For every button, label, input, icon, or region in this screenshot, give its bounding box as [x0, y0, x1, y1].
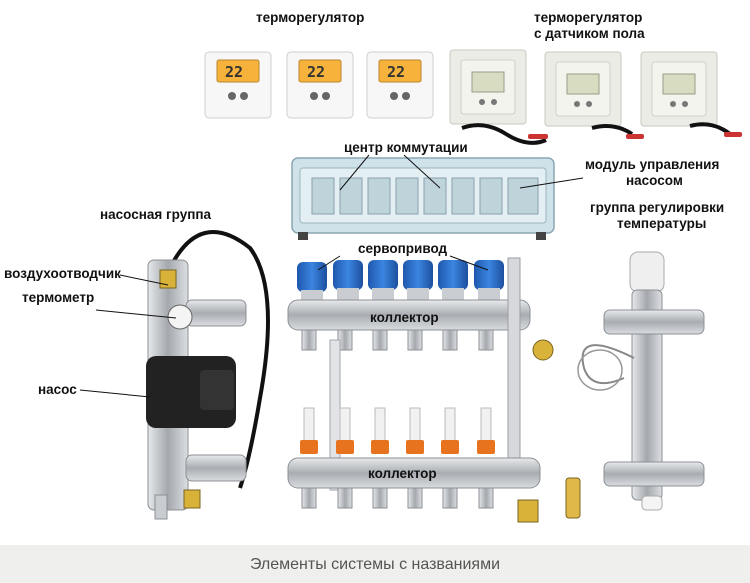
thermometer-dial	[167, 304, 193, 330]
flow-meters	[300, 407, 495, 454]
servo-actuators	[297, 260, 504, 302]
collector-bracket	[507, 257, 521, 489]
temperature-control-group	[577, 251, 705, 511]
label-thermostat-floor-line1: терморегулятор	[534, 10, 643, 25]
label-thermostat: терморегулятор	[256, 10, 365, 25]
label-pump-module-line2: насосом	[626, 173, 683, 188]
floor-thermostat-2	[544, 51, 644, 139]
servo-4	[403, 260, 433, 300]
label-temp-group-line1: группа регулировки	[590, 200, 725, 215]
thermostat-1-display: 22	[225, 63, 243, 81]
thermostat-2: 22	[286, 51, 354, 119]
servo-1	[297, 262, 327, 302]
pump-group	[146, 230, 270, 520]
servo-3	[368, 260, 398, 300]
collector-top	[287, 299, 554, 361]
label-temp-group-line2: температуры	[617, 216, 707, 231]
figure-caption: Элементы системы с названиями	[249, 556, 501, 573]
collector-bottom	[287, 457, 581, 523]
switching-center	[291, 157, 555, 240]
floor-thermostat-1	[449, 49, 548, 145]
leader-lines	[79, 154, 584, 398]
label-collector-bottom: коллектор	[368, 466, 437, 481]
caption-bar	[0, 545, 750, 583]
servo-2	[333, 260, 363, 300]
servo-5	[438, 260, 468, 300]
thermostat-3-display: 22	[387, 63, 405, 81]
label-pump-module-line1: модуль управления	[585, 157, 720, 172]
label-pump-group: насосная группа	[100, 207, 212, 222]
label-thermostat-floor-line2: с датчиком пола	[534, 26, 645, 41]
label-pump: насос	[38, 382, 77, 397]
thermostat-2-display: 22	[307, 63, 325, 81]
label-switching-center: центр коммутации	[344, 140, 468, 155]
thermostat-3: 22	[366, 51, 434, 119]
label-air-vent: воздухоотводчик	[4, 266, 121, 281]
thermostat-1: 22	[204, 51, 272, 119]
floor-thermostat-3	[640, 51, 742, 137]
label-servo: сервопривод	[358, 241, 448, 256]
label-thermometer: термометр	[22, 290, 95, 305]
label-collector-top: коллектор	[370, 310, 439, 325]
